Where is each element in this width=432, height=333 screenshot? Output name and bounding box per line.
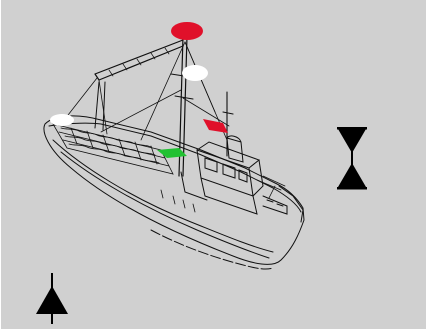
stern-gantry [94,81,106,131]
deck-fittings [160,189,196,213]
scene-canvas [36,22,367,324]
starboard-green-sidelight [157,148,187,158]
bow-stem [278,185,304,223]
waterline [150,229,274,270]
upper-white-light [182,65,208,81]
aft-mast [222,91,234,157]
two-cones-points-together-icon [337,127,367,190]
port-red-sidelight [203,119,228,133]
deck-edge-line [48,122,302,213]
single-cone-point-up-icon [36,273,68,324]
fishing-vessel [43,35,305,270]
stern-white-light [50,114,74,126]
hull-stripe-lower [60,151,270,259]
boom-lattice [108,47,170,77]
hull-outline [43,115,305,265]
hull-stripe-upper [52,139,274,253]
derrick-boom [94,39,184,81]
masthead-red-light [171,22,203,40]
funnel [226,135,244,163]
wheelhouse [180,141,288,215]
forward-rail [256,175,286,199]
rigging [60,41,230,141]
deck-cargo-net [52,123,174,175]
